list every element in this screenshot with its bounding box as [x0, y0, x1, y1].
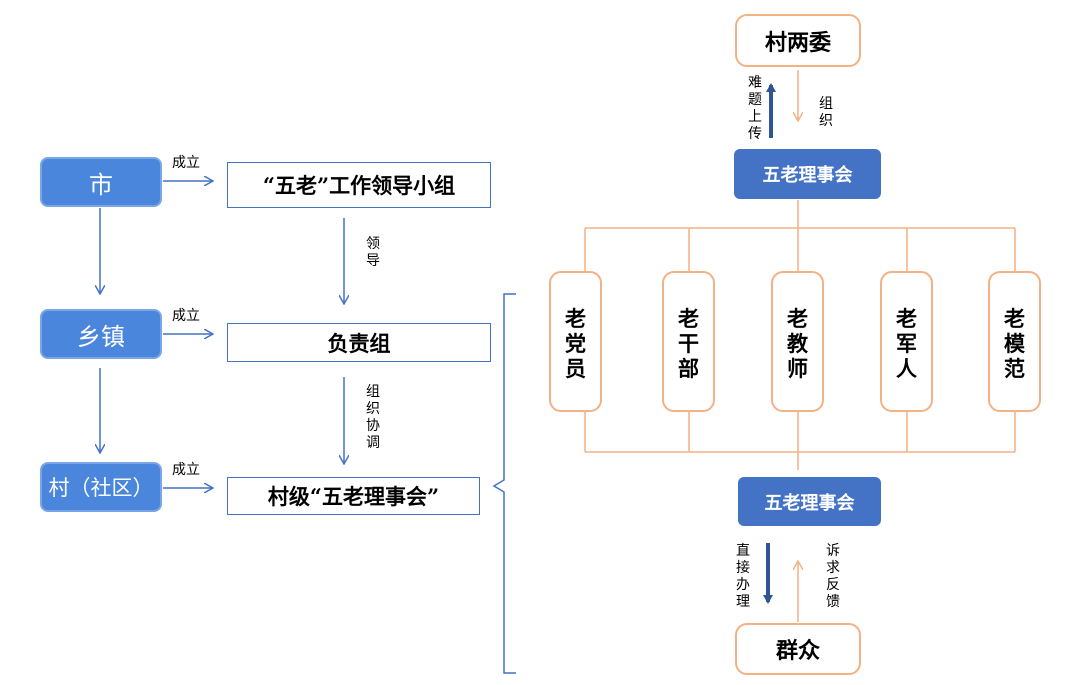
handle-label: 直接办理: [736, 543, 750, 610]
responsible-group-box: 负责组: [227, 323, 491, 362]
feedback-label: 诉求反馈: [826, 543, 840, 610]
leading-group-box: “五老”工作领导小组: [227, 162, 491, 208]
village-council-box: 村级“五老理事会”: [227, 477, 480, 515]
member-box-model: 老模范: [988, 271, 1041, 412]
member-box-cadre: 老干部: [662, 271, 715, 412]
member-label: 老军人: [896, 306, 917, 382]
level-township: 乡镇: [40, 309, 162, 359]
masses-box: 群众: [735, 623, 861, 675]
establish-label-2: 成立: [172, 308, 200, 324]
member-label: 老党员: [565, 306, 586, 382]
establish-label-3: 成立: [172, 462, 200, 478]
member-box-party: 老党员: [549, 271, 602, 412]
level-village: 村（社区）: [40, 462, 162, 512]
member-label: 老模范: [1004, 306, 1025, 382]
organize-label: 组织: [819, 96, 833, 129]
coordinate-label: 组织协调: [366, 384, 380, 451]
member-label: 老教师: [787, 306, 808, 382]
level-city: 市: [40, 157, 162, 207]
member-box-teacher: 老教师: [771, 271, 824, 412]
village-committees-box: 村两委: [735, 14, 861, 67]
council-top-box: 五老理事会: [734, 149, 881, 199]
council-bottom-box: 五老理事会: [738, 477, 881, 526]
upload-label: 难题上传: [748, 75, 762, 142]
lead-label: 领导: [366, 236, 380, 269]
member-box-soldier: 老军人: [880, 271, 933, 412]
member-label: 老干部: [678, 306, 699, 382]
establish-label-1: 成立: [172, 155, 200, 171]
